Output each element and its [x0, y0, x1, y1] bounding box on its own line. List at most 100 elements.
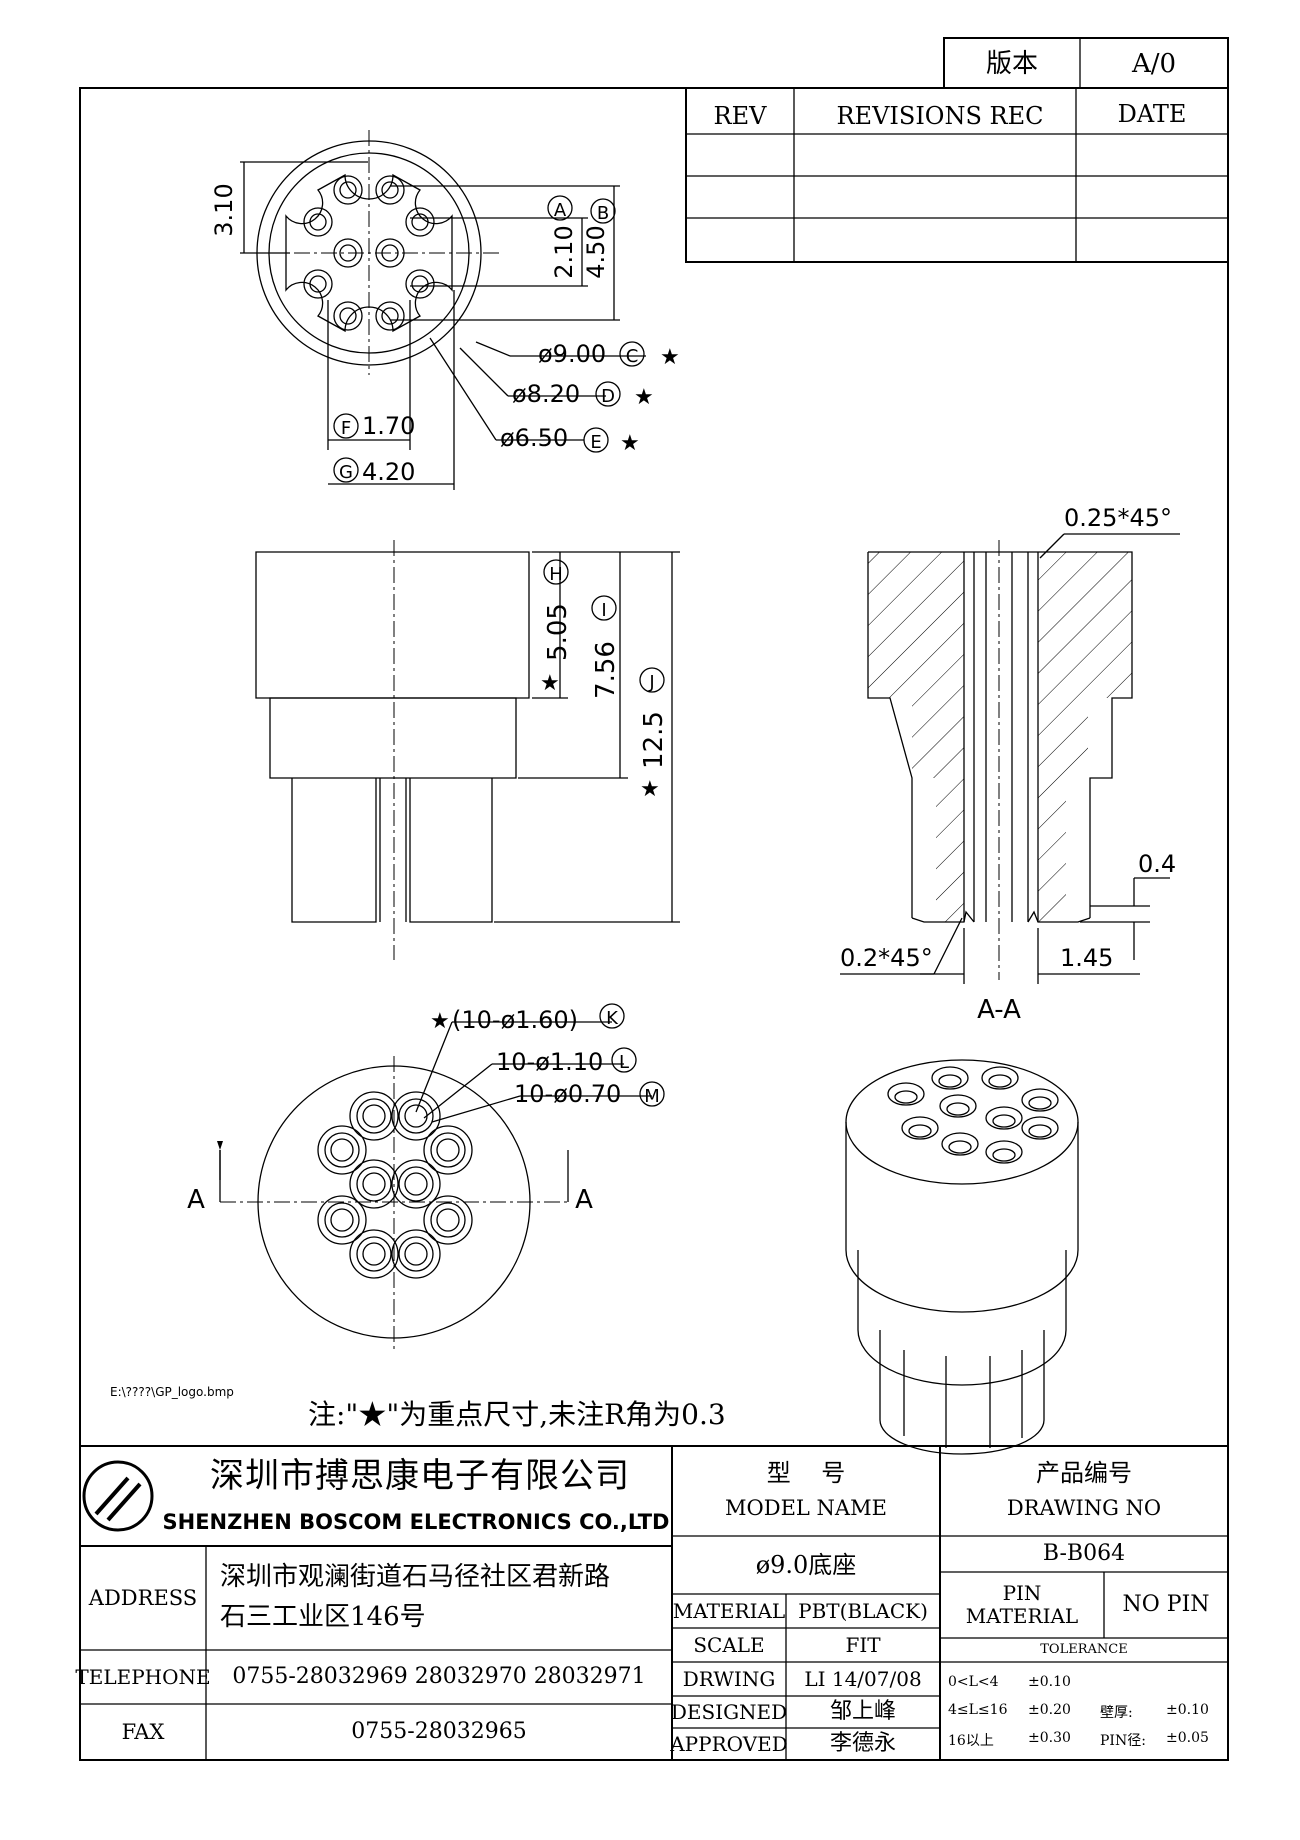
dim-4.50: 4.50 — [582, 225, 610, 278]
tol-row3-value: ±0.30 — [1028, 1730, 1071, 1746]
marker-A: A — [554, 200, 567, 221]
bottom-hole-ring-l — [398, 1098, 434, 1134]
iso-hole — [887, 1082, 925, 1106]
model-label-en: MODEL NAME — [725, 1495, 887, 1520]
bottom-hole-ring-k — [317, 1195, 367, 1245]
pin-dia-label: PIN径: — [1100, 1733, 1146, 1749]
address-label: ADDRESS — [88, 1585, 198, 1610]
dim-chamfer-top: 0.25*45° — [1064, 504, 1172, 532]
pin-material-value: NO PIN — [1122, 1592, 1210, 1618]
tol-row1-value: ±0.10 — [1028, 1674, 1071, 1690]
bottom-hole-ring-l — [398, 1236, 434, 1272]
fax-label: FAX — [121, 1719, 165, 1744]
approved-value: 李德永 — [829, 1731, 896, 1757]
designed-value: 邹上峰 — [829, 1699, 896, 1725]
bottom-hole-ring-m — [330, 1208, 354, 1232]
marker-E: E — [590, 432, 601, 453]
star-J: ★ — [640, 777, 660, 802]
bottom-hole-ring-k — [423, 1125, 473, 1175]
bottom-hole-ring-k — [349, 1159, 399, 1209]
bottom-hole-ring-k — [317, 1125, 367, 1175]
dim-chamfer-bottom: 0.2*45° — [840, 944, 933, 972]
iso-hole-inner — [992, 1114, 1016, 1128]
bottom-view: A A ★ (10-ø1.60) K 10-ø1.10 L 10-ø0.70 M — [187, 1003, 665, 1350]
pin-material-label: PIN MATERIAL — [965, 1581, 1079, 1628]
iso-hole — [981, 1066, 1019, 1090]
dim-4.20: 4.20 — [362, 458, 415, 486]
star-K: ★ — [430, 1009, 450, 1034]
bottom-hole-ring-m — [436, 1208, 460, 1232]
top-hole-inner — [411, 275, 429, 293]
top-hole-outer — [333, 175, 363, 205]
bottom-hole-ring-l — [324, 1132, 360, 1168]
version-box: 版本 A/0 — [943, 37, 1229, 89]
version-label: 版本 — [986, 49, 1038, 79]
bottom-hole-ring-k — [391, 1159, 441, 1209]
top-hole-outer — [405, 207, 435, 237]
bottom-hole-ring-l — [430, 1132, 466, 1168]
dim-1.45: 1.45 — [1060, 944, 1113, 972]
rev-header: REV — [714, 102, 768, 130]
iso-hole — [1021, 1116, 1059, 1140]
section-view — [867, 540, 1133, 980]
dim-holes-m: 10-ø0.70 — [514, 1080, 621, 1108]
isometric-view — [845, 1059, 1079, 1455]
drawing-label-en: DRAWING NO — [1006, 1495, 1162, 1520]
bottom-hole-ring-m — [330, 1138, 354, 1162]
pin-dia-value: ±0.05 — [1166, 1730, 1209, 1746]
front-view — [255, 540, 530, 960]
top-hole-inner — [309, 213, 327, 231]
marker-L: L — [619, 1052, 629, 1073]
top-hole-outer — [303, 269, 333, 299]
designed-label: DESIGNED — [670, 1699, 788, 1724]
dim-1.70: 1.70 — [362, 412, 415, 440]
bottom-hole-ring-l — [356, 1236, 392, 1272]
bottom-hole-ring-m — [362, 1104, 386, 1128]
drwing-label: DRWING — [682, 1666, 776, 1691]
bottom-hole-ring-l — [356, 1166, 392, 1202]
dim-holes-l: 10-ø1.10 — [496, 1048, 603, 1076]
top-hole-inner — [339, 181, 357, 199]
drawing-value: B-B064 — [1042, 1541, 1126, 1567]
iso-hole-inner — [1028, 1124, 1052, 1138]
iso-hole-inner — [1028, 1096, 1052, 1110]
iso-hole — [985, 1140, 1023, 1164]
tol-row3-range: 16以上 — [948, 1733, 994, 1749]
top-hole-outer — [405, 269, 435, 299]
marker-H: H — [549, 564, 563, 585]
company-name-cn: 深圳市搏思康电子有限公司 — [210, 1456, 630, 1497]
wall-value: ±0.10 — [1166, 1702, 1209, 1718]
date-header: DATE — [1118, 100, 1187, 128]
bottom-hole-ring-k — [349, 1229, 399, 1279]
tolerance-label: TOLERANCE — [1040, 1641, 1128, 1657]
top-view-dimensions: 3.10 2.10 4.50 A B ø9.00 C ★ ø8.20 D ★ ø… — [210, 161, 680, 490]
marker-K: K — [606, 1008, 619, 1029]
address-line2: 石三工业区146号 — [220, 1602, 426, 1633]
bottom-hole-ring-l — [430, 1202, 466, 1238]
bottom-hole-ring-m — [404, 1104, 428, 1128]
telephone-label: TELEPHONE — [75, 1664, 211, 1689]
iso-hole-inner — [908, 1124, 932, 1138]
star-D: ★ — [634, 385, 654, 410]
frame-border — [79, 87, 1229, 1761]
top-hole-outer — [303, 207, 333, 237]
iso-hole — [931, 1066, 969, 1090]
iso-hole-inner — [948, 1140, 972, 1154]
section-arrow-left: A — [187, 1185, 205, 1215]
dim-12.5: 12.5 — [639, 711, 669, 769]
iso-hole — [985, 1106, 1023, 1130]
top-hole-outer — [375, 175, 405, 205]
drwing-value: LI 14/07/08 — [804, 1666, 922, 1691]
material-value: PBT(BLACK) — [798, 1598, 928, 1623]
bottom-hole-ring-k — [349, 1091, 399, 1141]
marker-D: D — [601, 386, 615, 407]
scale-value: FIT — [845, 1632, 881, 1657]
address-line1: 深圳市观澜街道石马径社区君新路 — [220, 1562, 611, 1593]
revisions-rec-header: REVISIONS REC — [836, 102, 1043, 130]
title-block — [80, 1445, 1228, 1760]
logo-path: E:\????\GP_logo.bmp — [110, 1385, 234, 1399]
top-hole-inner — [339, 307, 357, 325]
dim-3.10: 3.10 — [210, 183, 238, 236]
